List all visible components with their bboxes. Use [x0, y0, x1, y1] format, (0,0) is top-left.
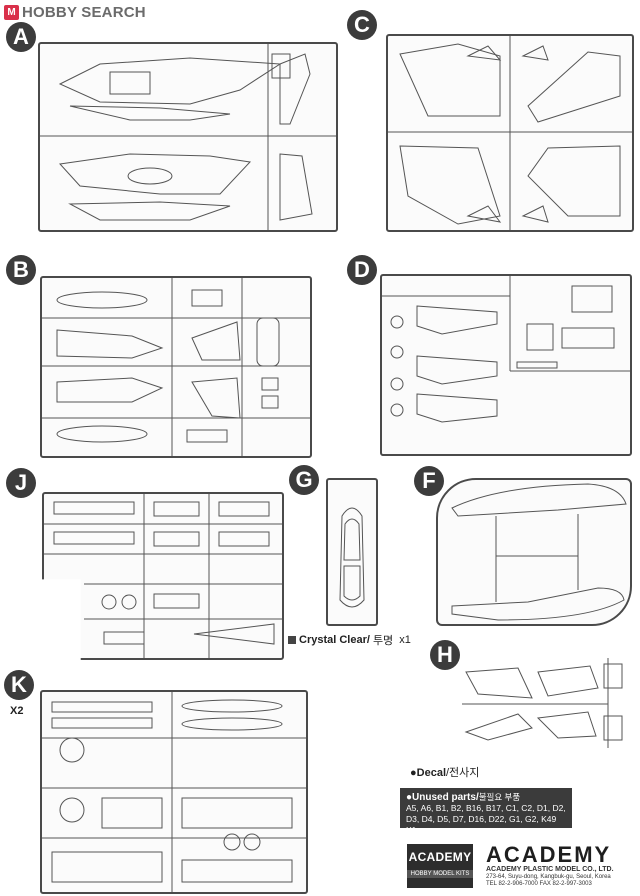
academy-wordmark: ACADEMY [486, 842, 612, 867]
sprue-a-badge: A [6, 22, 36, 52]
academy-company: ACADEMY PLASTIC MODEL CO., LTD. [486, 866, 614, 873]
hobby-search-mark-icon: M [4, 5, 19, 20]
sprue-h-badge: H [430, 640, 460, 670]
decal-label: ●Decal/전사지 [410, 764, 479, 780]
academy-address-block: ACADEMY PLASTIC MODEL CO., LTD. 273-64, … [486, 866, 614, 889]
academy-box-logo: ACADEMY HOBBY MODEL KITS [407, 844, 473, 888]
sprue-g-parts [339, 507, 365, 608]
decal-label-text: ●Decal [410, 767, 446, 779]
sprue-j-parts [44, 494, 282, 658]
sprue-k-qty: X2 [10, 705, 24, 717]
academy-phone: TEL 82-2-906-7000 FAX 82-2-997-3003 [486, 881, 592, 887]
crystal-clear-qty: x1 [399, 634, 411, 646]
academy-box-subtitle: HOBBY MODEL KITS [407, 870, 473, 878]
sprue-g-badge: G [289, 465, 319, 495]
academy-address: 273-64, Suyu-dong, Kangbuk-gu, Seoul, Ko… [486, 873, 611, 880]
sprue-a-frame [38, 42, 338, 232]
sprue-f-frame [436, 478, 632, 626]
hobby-search-logo: M HOBBY SEARCH [4, 4, 146, 21]
unused-parts-line-2: D3, D4, D5, D7, D16, D22, G1, G2, K49 X1 [406, 814, 557, 835]
sprue-j-badge: J [6, 468, 36, 498]
sprue-g-frame [326, 478, 378, 626]
sprue-d-frame [380, 274, 632, 456]
sprue-k-frame [40, 690, 308, 894]
sprue-a-parts [40, 44, 336, 230]
sprue-b-parts [42, 278, 310, 456]
sprue-k-badge: K [4, 670, 34, 700]
sprue-d-parts [382, 276, 630, 423]
unused-parts-korean: 불필요 부품 [478, 792, 521, 802]
sprue-j-frame [42, 492, 284, 660]
unused-parts-box: ●Unused parts/불필요 부품 A5, A6, B1, B2, B16… [400, 788, 572, 835]
sprue-b-frame [40, 276, 312, 458]
academy-box-title: ACADEMY [408, 850, 472, 864]
sprue-f-parts [451, 483, 627, 621]
sprue-c-parts [388, 36, 632, 230]
crystal-clear-legend: Crystal Clear/투명 x1 [288, 632, 411, 648]
sprue-d-badge: D [347, 255, 377, 285]
sprue-c-badge: C [347, 10, 377, 40]
sprue-h-frame [458, 658, 630, 748]
sprue-h-parts [462, 658, 623, 748]
crystal-clear-korean: 투명 [372, 635, 394, 647]
crystal-clear-label: Crystal Clear/ [299, 634, 370, 646]
sprue-c-frame [386, 34, 634, 232]
sprue-k-parts [42, 692, 306, 892]
unused-parts-title: ●Unused parts/ [406, 792, 479, 803]
sprue-b-badge: B [6, 255, 36, 285]
crystal-clear-swatch [288, 636, 296, 644]
decal-label-korean: /전사지 [446, 767, 480, 779]
unused-parts-heading: ●Unused parts/불필요 부품 [406, 792, 566, 803]
hobby-search-name: HOBBY SEARCH [22, 4, 146, 21]
sprue-f-badge: F [414, 466, 444, 496]
unused-parts-line-1: A5, A6, B1, B2, B16, B17, C1, C2, D1, D2… [406, 803, 566, 813]
